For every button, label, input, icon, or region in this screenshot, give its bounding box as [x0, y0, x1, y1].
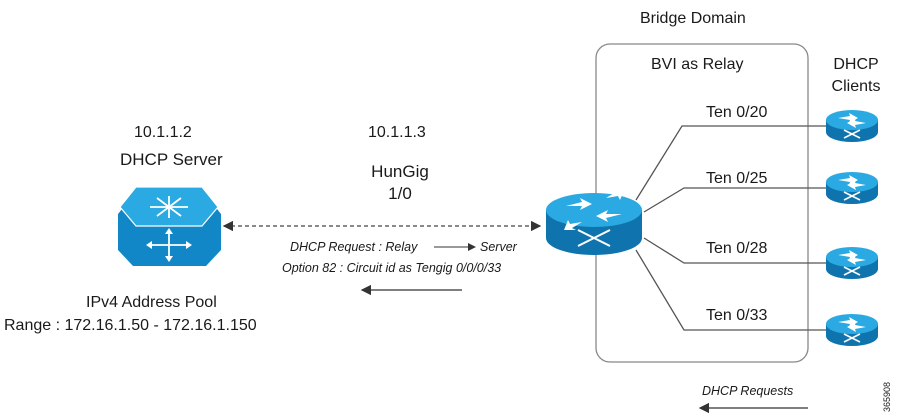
port-label: Ten 0/28	[706, 240, 768, 257]
request-label-suffix: Server	[480, 240, 517, 254]
server-name: DHCP Server	[120, 150, 223, 169]
server-ip: 10.1.1.2	[134, 124, 192, 141]
client-router-icon	[826, 110, 878, 142]
bvi-relay-label: BVI as Relay	[651, 56, 744, 73]
pool-title: IPv4 Address Pool	[86, 294, 217, 311]
clients-label-line2: Clients	[831, 78, 881, 95]
port-label: Ten 0/33	[706, 307, 768, 324]
port-label: Ten 0/20	[706, 104, 768, 121]
request-label-prefix: DHCP Request : Relay	[290, 240, 418, 254]
bridge-domain-title: Bridge Domain	[640, 10, 746, 27]
relay-interface-line2: 1/0	[388, 184, 412, 203]
port-label: Ten 0/25	[706, 170, 768, 187]
client-requests-label: DHCP Requests	[702, 384, 794, 398]
figure-id: 365908	[882, 381, 892, 412]
client-router-icon	[826, 247, 878, 279]
relay-ip: 10.1.1.3	[368, 124, 426, 141]
client-router-icon	[826, 314, 878, 346]
link-ten-0-20	[635, 125, 826, 201]
relay-interface-line1: HunGig	[371, 162, 429, 181]
link-ten-0-28	[643, 237, 826, 264]
link-ten-0-25	[643, 187, 826, 213]
option82-label: Option 82 : Circuit id as Tengig 0/0/0/3…	[282, 261, 502, 275]
client-router-icon	[826, 172, 878, 204]
dhcp-server-icon	[118, 186, 221, 266]
pool-range: Range : 172.16.1.50 - 172.16.1.150	[4, 317, 257, 334]
link-ten-0-33	[635, 249, 826, 331]
clients-label-line1: DHCP	[833, 56, 879, 73]
relay-router-icon	[546, 190, 642, 255]
